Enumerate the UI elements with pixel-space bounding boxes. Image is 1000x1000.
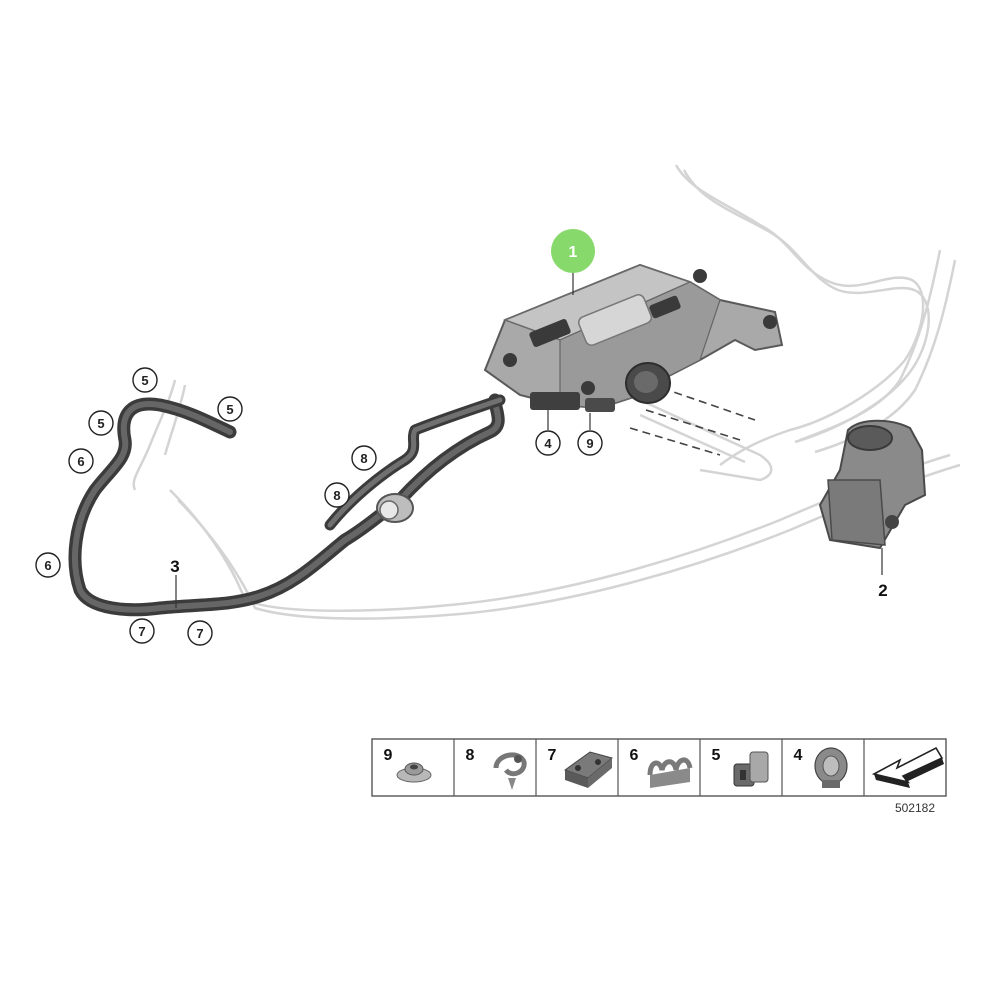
arrow-icon [871,746,944,788]
double-clip-icon [563,751,614,788]
svg-text:5: 5 [141,373,148,388]
svg-text:8: 8 [466,747,475,764]
nut-icon [396,762,432,783]
svg-text:6: 6 [44,558,51,573]
svg-text:6: 6 [77,454,84,469]
svg-text:8: 8 [333,488,340,503]
legend-item-5[interactable]: 5 [712,747,769,787]
hose-clip-icon [493,752,527,790]
callout-6-upper[interactable]: 6 [68,448,94,474]
part-label-3[interactable]: 3 [170,557,179,576]
svg-text:4: 4 [794,747,803,764]
svg-text:9: 9 [384,747,393,764]
svg-text:7: 7 [548,747,557,764]
callout-5-right[interactable]: 5 [217,396,243,422]
callout-8-lower[interactable]: 8 [324,482,350,508]
legend-item-4[interactable]: 4 [794,747,848,788]
callout-5-top[interactable]: 5 [132,367,158,393]
sensor-unit [818,419,927,550]
callout-7-left[interactable]: 7 [129,618,155,644]
svg-text:8: 8 [360,451,367,466]
legend-item-6[interactable]: 6 [630,747,693,788]
svg-text:7: 7 [196,626,203,641]
svg-text:6: 6 [630,747,639,764]
callout-9-lower[interactable]: 9 [577,430,603,456]
part-label-2[interactable]: 2 [878,581,887,600]
hose-assembly [68,393,506,617]
bracket-clip-icon [733,751,769,787]
svg-text:5: 5 [97,416,104,431]
diagram-code: 502182 [895,801,935,815]
leader-dashes [629,387,756,456]
callout-4-lower[interactable]: 4 [535,430,561,456]
callout-6-lower[interactable]: 6 [35,552,61,578]
svg-text:7: 7 [138,624,145,639]
legend-item-7[interactable]: 7 [548,747,614,788]
leader-lines [175,270,883,608]
grommet-icon [814,747,848,788]
legend-item-8[interactable]: 8 [466,747,527,790]
callout-1[interactable]: 1 [551,229,595,273]
hose-connector [376,493,414,523]
legend-item-arrow[interactable] [871,746,944,788]
svg-text:1: 1 [569,244,578,261]
svg-text:5: 5 [226,402,233,417]
svg-text:4: 4 [544,436,552,451]
clamp-icon [647,757,693,788]
svg-text:9: 9 [586,436,593,451]
callout-8-upper[interactable]: 8 [351,445,377,471]
main-unit [483,263,784,412]
callout-7-right[interactable]: 7 [187,620,213,646]
callout-5-left[interactable]: 5 [88,410,114,436]
svg-text:5: 5 [712,747,721,764]
legend-item-9[interactable]: 9 [384,747,432,783]
hardware-legend: 9 8 7 6 [371,738,947,797]
